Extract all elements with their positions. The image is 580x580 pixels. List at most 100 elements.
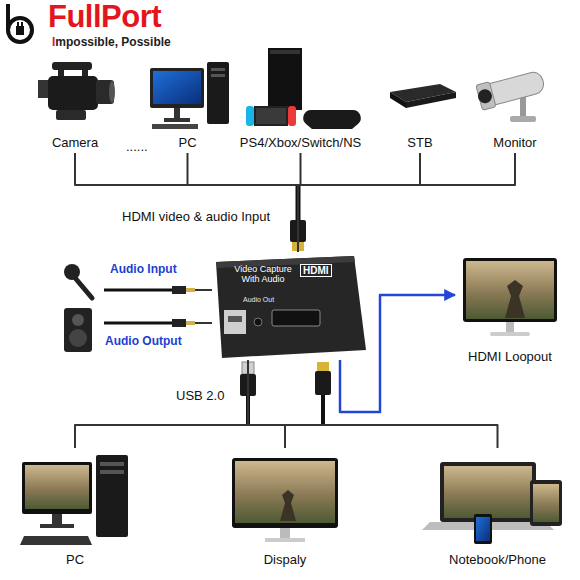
speaker-icon-part	[172, 319, 186, 327]
cable-line	[248, 360, 285, 448]
cable-line	[298, 153, 420, 252]
microphone-icon-part	[104, 289, 176, 292]
pc-icon-part	[164, 118, 190, 122]
pc-icon-part	[152, 124, 198, 129]
console-icon-part	[246, 106, 254, 126]
capture-card-body	[216, 256, 366, 358]
audio-device: Audio Output	[55, 305, 195, 353]
console-icon-part	[270, 50, 300, 54]
set-top-box-icon-part	[390, 92, 406, 108]
logo-icon-part	[17, 22, 19, 26]
desktop-pc-icon-part	[25, 465, 89, 509]
speaker-icon-part	[64, 308, 92, 352]
device-label: PS4/Xbox/Switch/NS	[240, 135, 361, 150]
cable-line	[195, 289, 212, 291]
speaker-icon	[64, 308, 195, 352]
display-icon-part	[280, 490, 296, 521]
microphone-icon-part	[172, 286, 186, 294]
camcorder-icon	[38, 62, 115, 120]
notebook-phone-icon-part	[530, 480, 562, 526]
device-label: HDMI Loopout	[468, 349, 552, 364]
capture-card-body-part	[272, 310, 320, 326]
signal-label: HDMI video & audio Input	[122, 209, 270, 224]
port-label: USB 2.0	[176, 388, 224, 403]
slogan: Impossible, Possible	[52, 35, 171, 49]
loopout-monitor-icon	[463, 258, 557, 336]
display-icon-part	[265, 538, 305, 542]
source-device: Camera	[35, 52, 115, 153]
logo-icon	[8, 4, 32, 42]
logo-icon-part	[8, 18, 32, 42]
loopout-monitor-icon-part	[463, 258, 557, 322]
capture-card-body-part	[224, 310, 246, 334]
set-top-box-icon-part	[406, 92, 456, 108]
speaker-icon-part	[72, 314, 84, 326]
cable-line	[298, 153, 515, 252]
cctv-icon-part	[520, 96, 526, 118]
hdmi-output-cable-part	[317, 362, 329, 371]
source-device: STB	[385, 60, 455, 153]
cctv-icon-part	[510, 116, 536, 122]
audio-label: Audio Input	[110, 262, 177, 276]
hdmi-output-cable-part	[321, 395, 325, 425]
capture-card-body-part	[228, 316, 242, 322]
device-label: Dispaly	[264, 552, 307, 567]
desktop-pc-icon-part	[20, 536, 92, 545]
source-device: Monitor	[475, 55, 555, 153]
loopout-display: HDMI Loopout	[455, 255, 565, 367]
source-device: PC	[145, 52, 230, 153]
logo-icon-part	[21, 22, 23, 26]
loopout-monitor-icon-part	[490, 332, 530, 336]
notebook-phone-icon-part	[440, 462, 536, 522]
cable-line	[195, 322, 212, 324]
cctv-icon-part-part	[476, 82, 496, 111]
camcorder-icon-part	[109, 81, 115, 103]
speaker-icon-part	[186, 321, 195, 325]
pc-icon	[150, 62, 229, 129]
cctv-icon-part-part	[476, 88, 493, 105]
ellipsis-label: ......	[126, 139, 148, 154]
display-icon-part	[235, 461, 335, 523]
capture-device: HDMIVideo Capture With AudioAudio Out	[212, 252, 368, 360]
desktop-pc-icon-part	[100, 462, 124, 466]
set-top-box-icon	[390, 84, 456, 108]
hdmi-output-cable	[315, 362, 331, 425]
cable-line	[75, 153, 298, 252]
camcorder-icon-part	[48, 76, 98, 110]
pc-icon-part	[207, 62, 229, 124]
device-print: HDMI	[300, 264, 332, 277]
notebook-phone-icon-part	[474, 514, 492, 544]
loopout-monitor-icon-part	[505, 280, 525, 318]
desktop-pc-icon-part	[40, 524, 74, 528]
device-label: Monitor	[493, 135, 536, 150]
device-label: Notebook/Phone	[449, 552, 546, 567]
device-label: Camera	[52, 135, 98, 150]
device-label: PC	[66, 552, 84, 567]
device-label: PC	[178, 135, 196, 150]
notebook-phone-icon-part	[444, 466, 532, 518]
loopout-monitor-icon-part	[466, 261, 554, 319]
notebook-phone-icon-part	[533, 484, 559, 522]
pc-icon-part	[211, 74, 225, 77]
output-device: PC	[15, 448, 135, 570]
microphone-icon-part	[76, 279, 92, 298]
console-icon	[246, 48, 361, 129]
camcorder-icon-part	[96, 80, 114, 104]
brand-name: FullPort	[48, 0, 161, 34]
loopout-arrow	[340, 295, 455, 412]
display-icon-part	[280, 528, 290, 538]
capture-card-body-part	[254, 318, 262, 326]
console-icon-part	[303, 110, 360, 129]
cctv-icon-part	[475, 68, 546, 110]
notebook-phone-icon-part	[476, 517, 490, 541]
console-icon-part	[288, 106, 296, 126]
audio-label: Audio Output	[105, 334, 182, 348]
hdmi-output-cable-part	[315, 371, 331, 395]
pc-icon-part	[211, 68, 225, 71]
logo-icon-part	[16, 26, 24, 35]
loopout-monitor-icon-part	[506, 322, 514, 332]
capture-card-body-part	[216, 256, 366, 358]
